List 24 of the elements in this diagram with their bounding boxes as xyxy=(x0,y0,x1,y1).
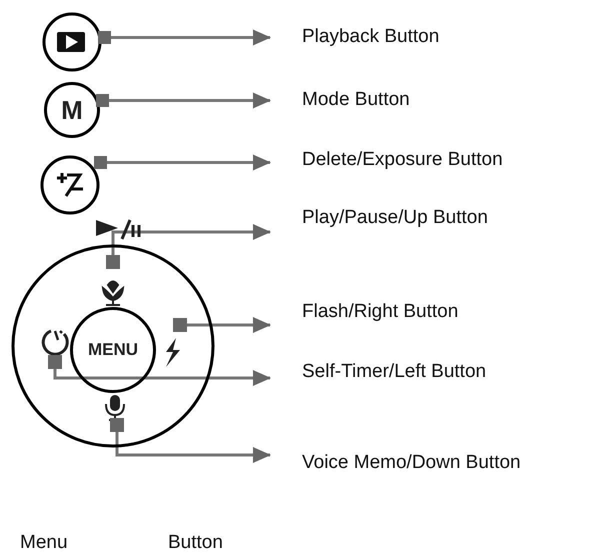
marker-square xyxy=(98,31,111,44)
callout-label: Flash/Right Button xyxy=(270,300,570,334)
marker-square xyxy=(173,318,187,332)
round-button: MENU xyxy=(70,307,156,393)
caption-word: Button xyxy=(168,531,223,555)
leader-arrow xyxy=(112,224,271,255)
marker-square xyxy=(110,418,124,432)
callout-label: Playback Button xyxy=(270,25,570,59)
callout-label: Play/Pause/Up Button xyxy=(270,206,570,240)
leader-arrow xyxy=(107,154,271,170)
callout-label: Delete/Exposure Button xyxy=(270,148,590,182)
marker-square xyxy=(96,94,109,107)
leader-arrow xyxy=(54,369,271,386)
callout-label: Voice Memo/Down Button xyxy=(270,451,605,485)
leader-arrow xyxy=(109,92,271,108)
leader-arrow xyxy=(116,432,271,463)
leader-arrow xyxy=(111,30,271,46)
marker-square xyxy=(106,255,120,269)
marker-square xyxy=(48,355,62,369)
callout-label: Mode Button xyxy=(270,88,570,122)
callout-label: Self-Timer/Left Button xyxy=(270,360,590,394)
marker-square xyxy=(94,156,107,169)
caption-word: Menu xyxy=(20,531,68,555)
leader-arrow xyxy=(187,317,271,333)
